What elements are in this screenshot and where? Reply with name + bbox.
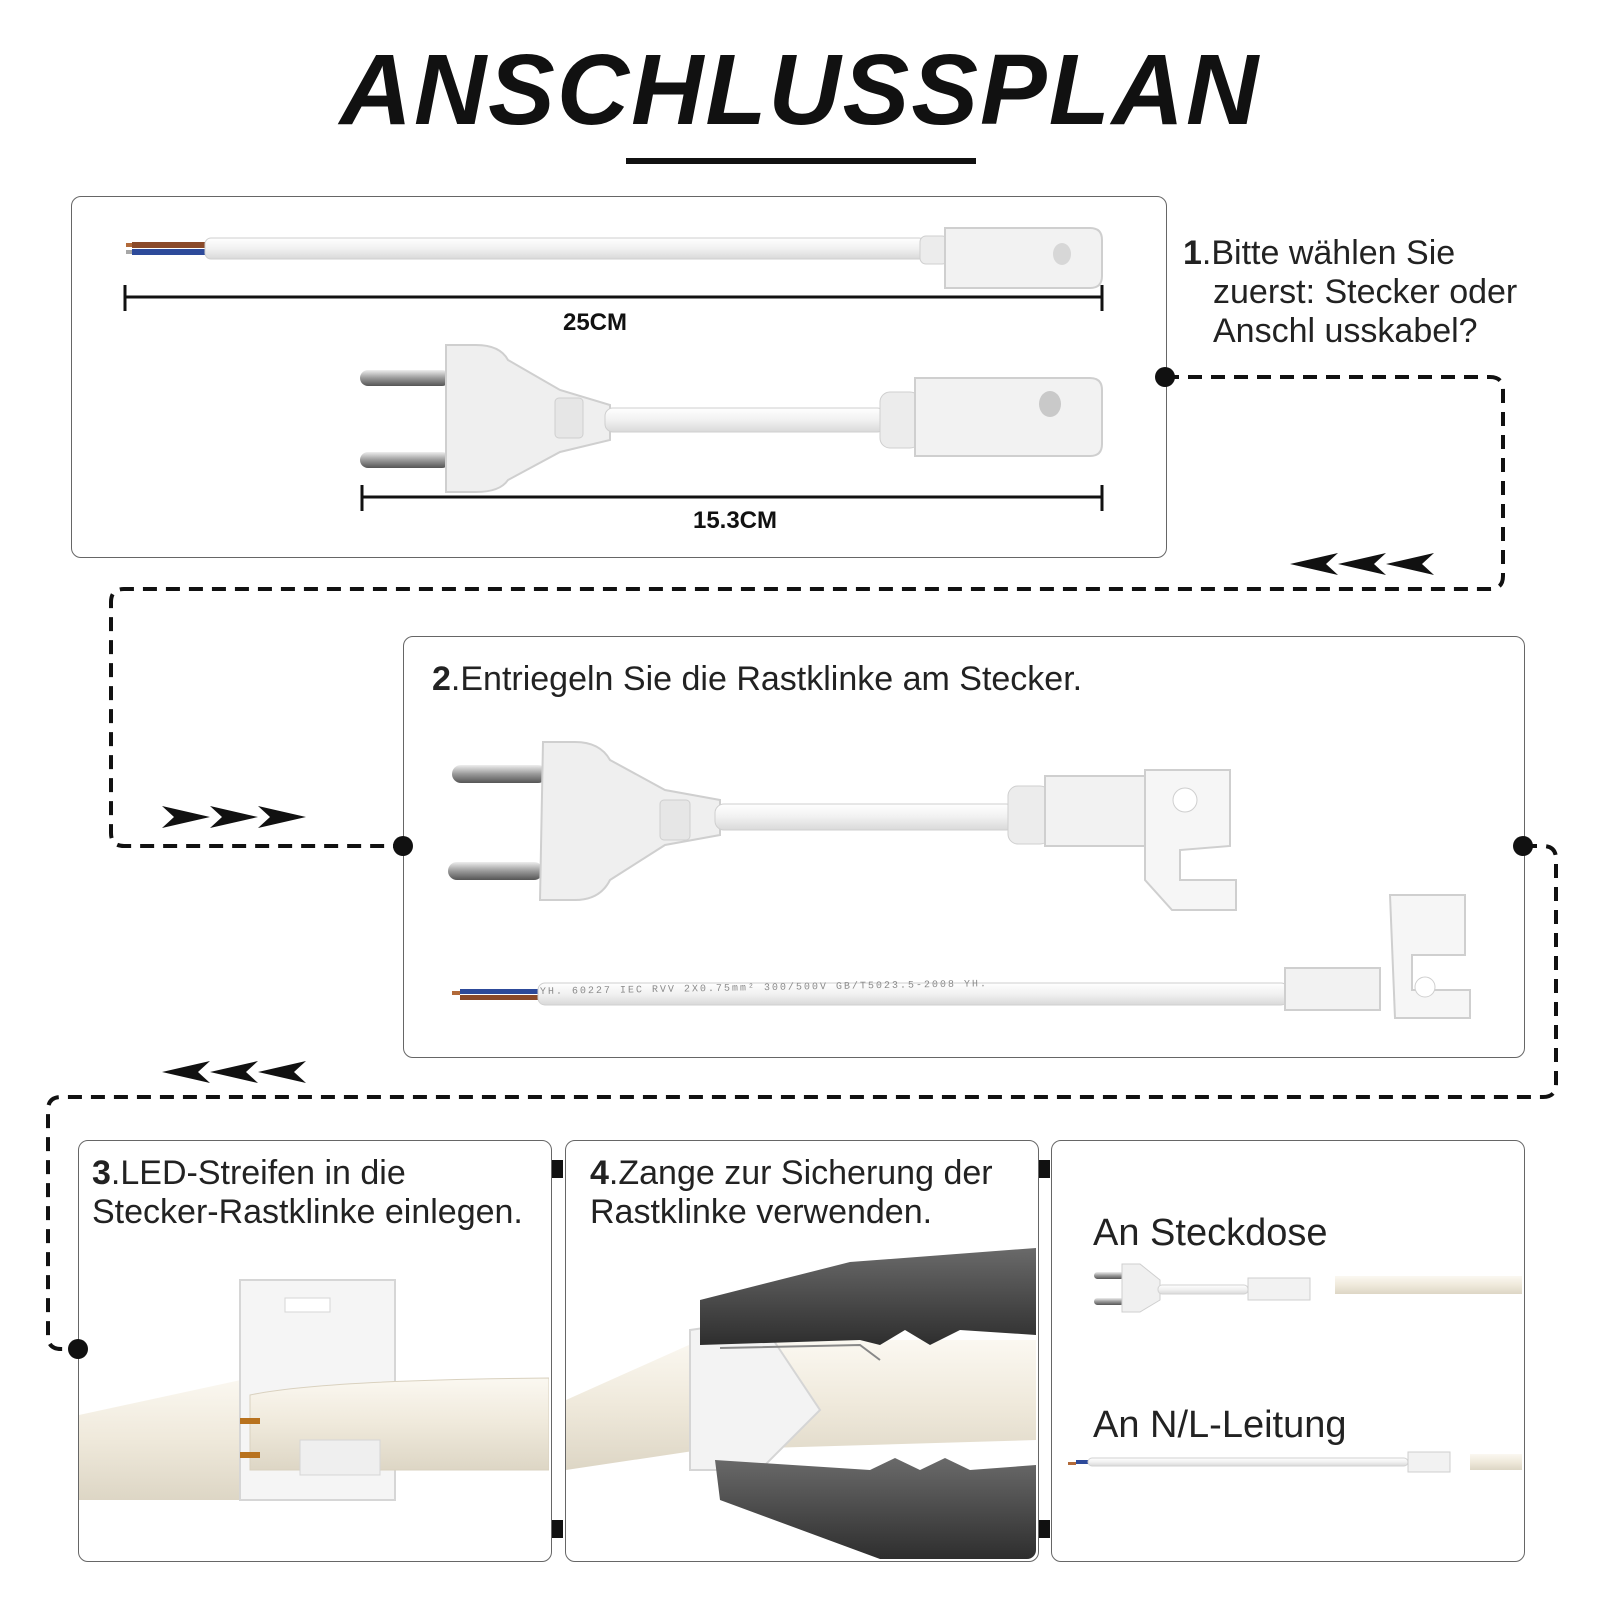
step4-number: 4 [590,1154,609,1192]
step2-number: 2 [432,660,451,698]
flow-connector [46,375,1558,1351]
step3-line2: Stecker-Rastklinke einlegen. [92,1193,523,1231]
euro-plug-icon [1094,1263,1161,1313]
connector-dot-icon [68,1339,88,1359]
step4-instruction: 4.Zange zur Sicherung der Rastklinke ver… [590,1154,1035,1232]
panel-options [1051,1140,1525,1562]
step1-line2: zuerst: Stecker oder [1213,273,1518,311]
step3-line1: .LED-Streifen in die [110,1154,406,1192]
step2-text: .Entriegeln Sie die Rastklinke am Stecke… [450,660,1083,698]
step1-number: 1 [1183,234,1202,272]
option-nl-line-label: An N/L-Leitung [1093,1404,1347,1446]
connector-dot-icon [1513,836,1533,856]
arrow-left-icon [1290,553,1434,575]
dimension-label-15-3cm: 15.3CM [692,507,778,534]
step3-number: 3 [92,1154,111,1192]
pliers-icon [566,1248,1036,1559]
step1-line3: Anschl usskabel? [1213,312,1478,350]
euro-plug-icon [448,741,721,901]
connector-dot-icon [393,836,413,856]
step1-line1: .Bitte wählen Sie [1201,234,1456,272]
step4-line1: .Zange zur Sicherung der [608,1154,993,1192]
page-title: ANSCHLUSSPLAN [339,34,1261,146]
euro-plug-icon [360,344,611,493]
step1-instruction: 1.Bitte wählen Sie zuerst: Stecker oder … [1183,234,1593,351]
bare-wire-cable [126,227,1103,289]
connector-dot-icon [1155,367,1175,387]
step2-instruction: 2.Entriegeln Sie die Rastklinke am Steck… [432,660,1432,699]
arrow-right-icon [162,806,306,828]
step4-line2: Rastklinke verwenden. [590,1193,933,1231]
led-strip-connector [79,1279,549,1501]
arrow-left-icon [162,1061,306,1083]
title-underline [626,158,976,164]
option-socket-label: An Steckdose [1093,1212,1328,1254]
step3-instruction: 3.LED-Streifen in die Stecker-Rastklinke… [92,1154,547,1232]
dimension-label-25cm: 25CM [562,309,628,336]
